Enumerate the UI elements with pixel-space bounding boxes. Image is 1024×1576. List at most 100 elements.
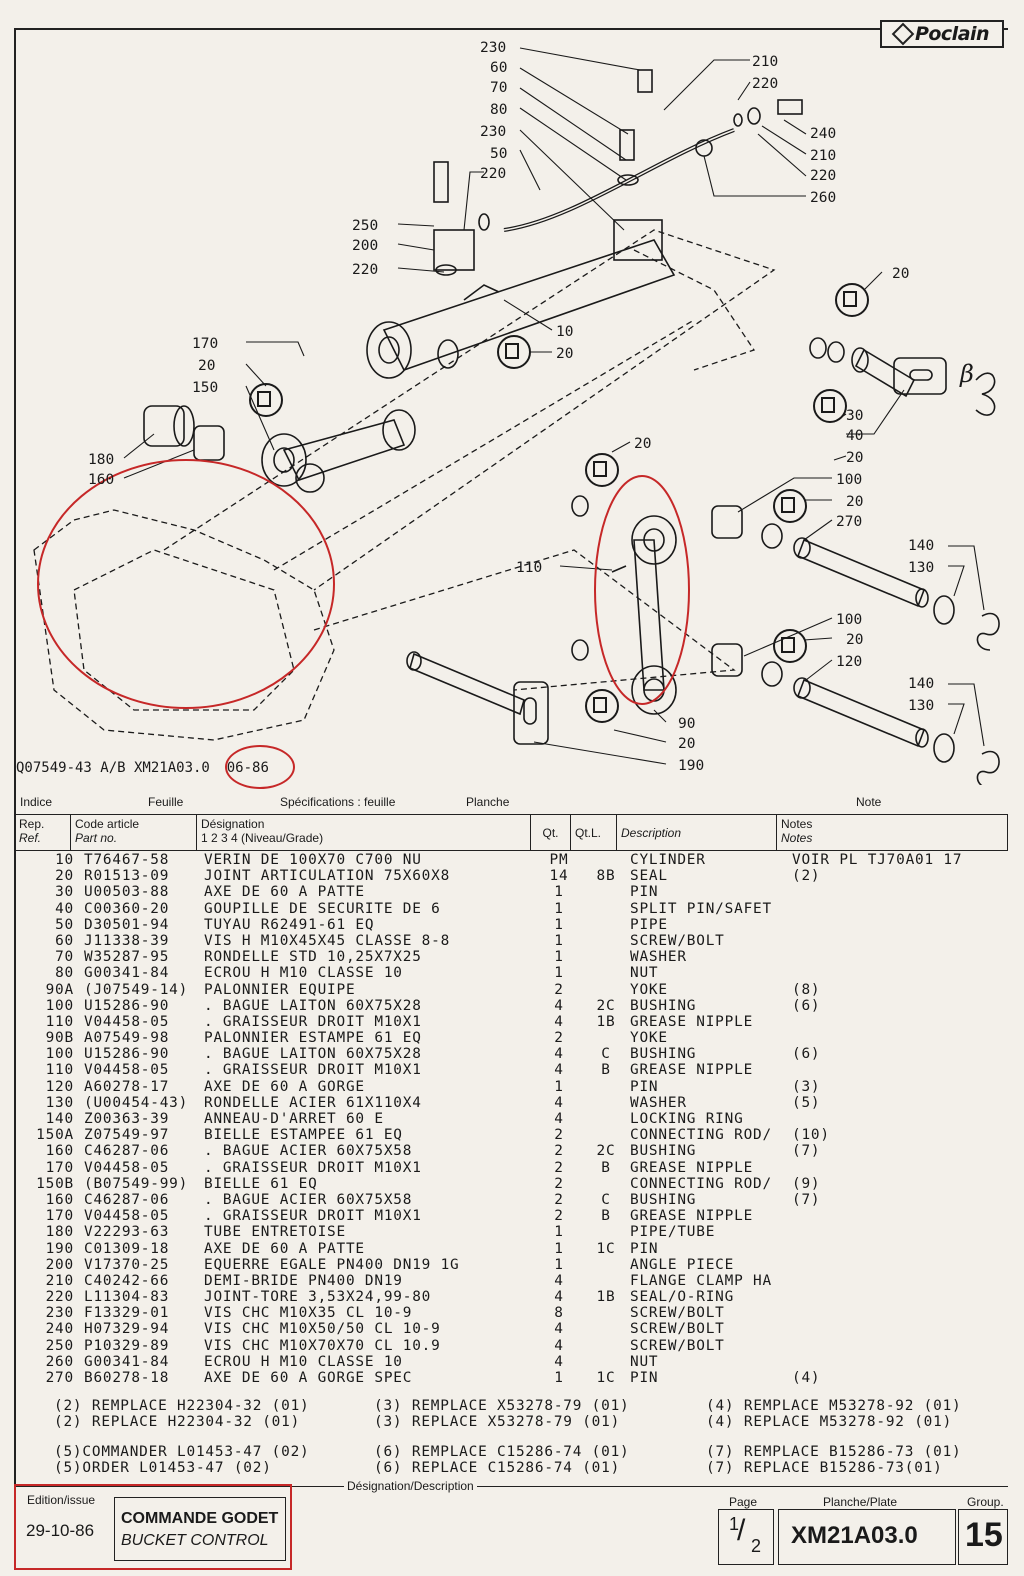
plate-code: XM21A03.0: [791, 1522, 918, 1549]
cell-qt: 2: [554, 1208, 564, 1225]
brand-logo: Poclain: [880, 20, 1004, 48]
cell-code: A60278-17: [84, 1078, 170, 1095]
hydraulic-cylinder: [366, 219, 676, 379]
cell-code: G00341-84: [84, 1353, 170, 1370]
cell-qt: 4: [554, 1337, 564, 1354]
callout: 20: [634, 436, 651, 452]
cell-ref: 170: [45, 1159, 74, 1176]
cell-desig: TUBE ENTRETOISE: [204, 1224, 346, 1241]
cell-ref: 220: [45, 1289, 74, 1306]
cell-ref: 100: [45, 1046, 74, 1063]
cell-qt: 2: [554, 1030, 564, 1047]
cell-ref: 250: [45, 1337, 74, 1354]
cell-note: (6): [792, 1046, 821, 1063]
cell-code: W35287-95: [84, 949, 170, 966]
footnote-fr: (6) REMPLACE C15286-74 (01): [374, 1444, 630, 1460]
cell-code: H07329-94: [84, 1321, 170, 1338]
group-number: 15: [965, 1516, 1003, 1554]
cell-note: (7): [792, 1143, 821, 1160]
cell-desig: AXE DE 60 A GORGE SPEC: [204, 1370, 413, 1386]
cell-note: (4): [792, 1370, 821, 1386]
exploded-view-drawing: 230 60 70 80 230 50 220 250 200 220 210 …: [33, 40, 1000, 785]
cell-desc: SCREW/BOLT: [630, 932, 725, 949]
cell-ref: 130: [45, 1094, 74, 1111]
cell-desc: YOKE: [630, 981, 668, 998]
cell-qt: 4: [554, 1013, 564, 1030]
cell-desc: PIPE: [630, 916, 668, 933]
footnote-fr: (4) REMPLACE M53278-92 (01): [706, 1398, 962, 1414]
pin-190: [406, 651, 549, 745]
cell-desig: ANNEAU-D'ARRET 60 E: [204, 1111, 384, 1127]
cell-ref: 110: [45, 1013, 74, 1030]
callout: 240: [810, 126, 836, 142]
cell-ref: 240: [45, 1321, 74, 1338]
page-number: 1: [729, 1514, 740, 1534]
leader-lines: [123, 47, 985, 765]
cell-desc: ANGLE PIECE: [630, 1256, 735, 1273]
cell-code: P10329-89: [84, 1337, 170, 1354]
cell-code: D30501-94: [84, 916, 170, 933]
col-rep: Rep.Ref.: [14, 814, 71, 851]
cell-desc: CONNECTING ROD/: [630, 1127, 772, 1144]
cell-desc: NUT: [630, 965, 659, 982]
bolt-250: [433, 161, 449, 203]
cell-note: (10): [792, 1127, 830, 1144]
cell-code: Z07549-97: [84, 1127, 170, 1144]
cell-qt: 4: [554, 1272, 564, 1289]
cell-code: (J07549-14): [84, 981, 189, 998]
cell-desc: BUSHING: [630, 997, 697, 1014]
cell-ref: 70: [55, 949, 74, 966]
cell-desig: JOINT-TORE 3,53X24,99-80: [204, 1289, 432, 1306]
cell-code: V17370-25: [84, 1256, 170, 1273]
cell-desig: . BAGUE ACIER 60X75X58: [204, 1143, 413, 1160]
callout: 210: [810, 148, 836, 164]
cell-desc: LOCKING RING: [630, 1111, 744, 1127]
callout: 150: [192, 380, 218, 396]
cell-desc: PIPE/TUBE: [630, 1224, 716, 1241]
cell-ref: 160: [45, 1143, 74, 1160]
footnote-fr: (5)COMMANDER L01453-47 (02): [54, 1444, 310, 1460]
cell-desig: . BAGUE LAITON 60X75X28: [204, 1046, 422, 1063]
cell-desig: ECROU H M10 CLASSE 10: [204, 965, 403, 982]
cell-desig: DEMI-BRIDE PN400 DN19: [204, 1272, 403, 1289]
callout: 250: [352, 218, 378, 234]
plate-box: XM21A03.0: [778, 1509, 956, 1565]
cell-ref: 230: [45, 1305, 74, 1322]
locking-ring-140-upper-icon: [976, 612, 1000, 651]
cell-qt: 14: [549, 868, 569, 885]
callout: 190: [678, 758, 704, 774]
feuille-label: Feuille: [148, 795, 184, 809]
cell-qt: 1: [554, 1078, 564, 1095]
title-en: BUCKET CONTROL: [121, 1532, 269, 1549]
spacer-tube-180: [143, 405, 185, 447]
footnote-en: (4) REPLACE M53278-92 (01): [706, 1414, 953, 1430]
cell-code: C40242-66: [84, 1272, 170, 1289]
plate-label: Planche/Plate: [820, 1495, 901, 1509]
cell-qtl: B: [601, 1062, 611, 1079]
cell-desig: AXE DE 60 A PATTE: [204, 884, 365, 901]
bolt-230-top: [637, 69, 653, 93]
callout: 30: [846, 408, 863, 424]
cell-desc: WASHER: [630, 949, 687, 966]
cell-qt: 4: [554, 1111, 564, 1127]
callout: 20: [846, 450, 863, 466]
col-qtl: Qt.L.: [570, 814, 617, 851]
col-description: Description: [616, 814, 777, 851]
callout: 10: [556, 324, 573, 340]
cell-desig: GOUPILLE DE SECURITE DE 6: [204, 900, 441, 917]
callout: 20: [678, 736, 695, 752]
callout: 60: [490, 60, 507, 76]
cell-qt: 1: [554, 965, 564, 982]
